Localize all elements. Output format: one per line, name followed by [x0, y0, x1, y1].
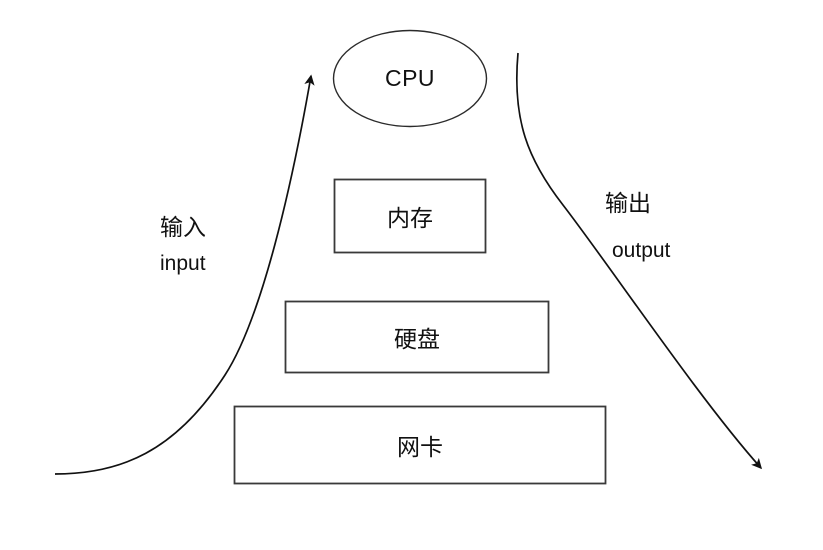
output-curved-arrow-icon [515, 52, 763, 470]
disk-node-label: 硬盘 [394, 326, 440, 352]
nic-box-icon [233, 405, 607, 485]
input-curved-arrow-icon [54, 74, 315, 475]
input-label-en: input [160, 252, 206, 275]
cpu-node-label: CPU [384, 65, 436, 91]
cpu-ellipse-icon [332, 29, 488, 128]
memory-box-icon [333, 178, 487, 254]
nic-node-label: 网卡 [397, 434, 443, 460]
memory-node-label: 内存 [387, 205, 433, 231]
disk-box-icon [284, 300, 550, 374]
output-label-cn: 输出 [605, 190, 651, 216]
output-label-en: output [612, 239, 671, 262]
input-label-cn: 输入 [160, 214, 206, 240]
